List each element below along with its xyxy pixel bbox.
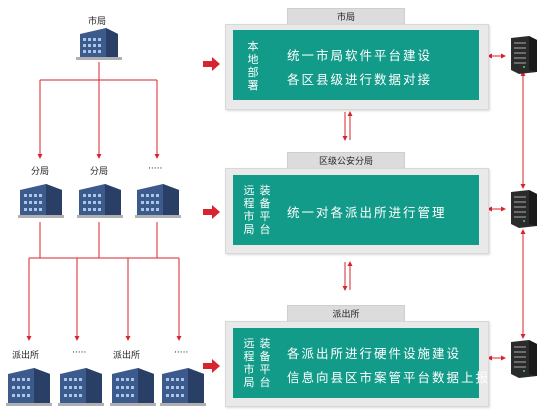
branch-ellipsis-label: ·····: [148, 164, 163, 174]
server-icon: [507, 338, 539, 378]
tier-district-content: 远程市局 装备平台 统一对各派出所进行管理: [233, 175, 479, 245]
branch-label: 分局: [31, 167, 50, 177]
tier-district-side-text: 远程市局: [243, 184, 255, 236]
server-icon: [507, 34, 539, 74]
station-label: 派出所: [12, 351, 40, 361]
station-ellipsis-label: ·····: [72, 348, 87, 358]
station-building-icon: [160, 362, 206, 406]
city-bureau-label: 市局: [88, 17, 107, 27]
tier-district-line: 统一对各派出所进行管理: [287, 205, 447, 220]
branch-building-icon: [18, 178, 64, 218]
station-ellipsis-label: ·····: [174, 348, 189, 358]
station-label: 派出所: [113, 351, 141, 361]
branch-building-icon: [135, 178, 181, 218]
station-building-icon: [110, 362, 156, 406]
tier-city-content: 本地部署 统一市局软件平台建设 各区县级进行数据对接: [233, 30, 479, 100]
tier-city-side-text: 本地部署: [247, 40, 259, 92]
branch-label: 分局: [90, 167, 109, 177]
tier-city-line: 统一市局软件平台建设: [287, 48, 433, 63]
tier-station-line: 各派出所进行硬件设施建设: [287, 346, 462, 361]
tier-city-line: 各区县级进行数据对接: [287, 72, 433, 87]
tier-district-side-text: 装备平台: [259, 184, 271, 236]
station-building-icon: [6, 362, 52, 406]
branch-building-icon: [77, 178, 123, 218]
tier-station-side-text: 远程市局: [243, 337, 255, 389]
server-icon: [507, 188, 539, 228]
tier-station-side-text: 装备平台: [259, 337, 271, 389]
tier-station-line: 信息向县区市案管平台数据上报: [287, 370, 491, 385]
tier-station-content: 远程市局 装备平台 各派出所进行硬件设施建设 信息向县区市案管平台数据上报: [233, 328, 488, 398]
city-bureau-building-icon: [76, 24, 122, 60]
station-building-icon: [58, 362, 104, 406]
